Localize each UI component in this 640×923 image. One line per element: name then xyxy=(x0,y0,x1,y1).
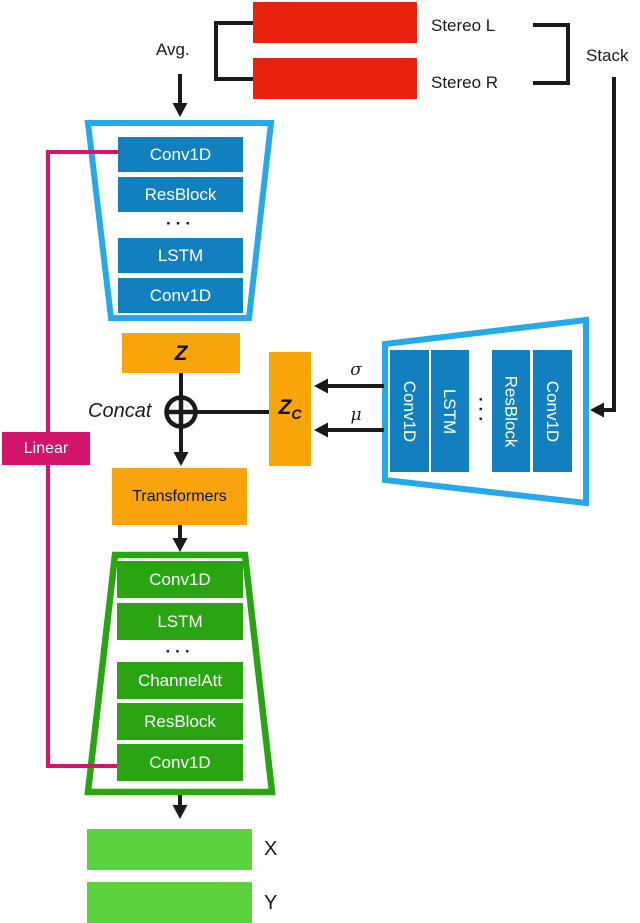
linear-box: Linear xyxy=(2,432,90,465)
decoder-block-channelatt: ChannelAtt xyxy=(117,662,243,699)
stack-bracket xyxy=(533,23,570,85)
condition-block-conv1d-2: Conv1D xyxy=(533,350,572,472)
decoder-block-lstm: LSTM xyxy=(117,603,243,640)
stack-arrow xyxy=(604,77,616,412)
sigma-arrowhead-icon xyxy=(314,378,328,394)
transformers-label: Transformers xyxy=(132,487,227,505)
output-y-label: Y xyxy=(264,892,278,914)
decoder-output-arrowhead-icon xyxy=(172,805,188,819)
encoder-block-conv1d-1: Conv1D xyxy=(118,137,243,172)
stereo-r-label: Stereo R xyxy=(431,73,499,92)
sigma-label: σ xyxy=(350,360,362,380)
z-latent-box: Z xyxy=(122,333,240,373)
condition-block-conv1d-1: Conv1D xyxy=(390,350,429,472)
output-x-bar xyxy=(87,829,252,870)
condition-ellipsis: ··· xyxy=(470,396,490,426)
zc-latent-box: ZC xyxy=(269,352,311,466)
transformers-decoder-arrowhead-icon xyxy=(172,538,188,552)
mu-label: μ xyxy=(350,405,362,425)
avg-label: Avg. xyxy=(156,40,190,59)
decoder-block-conv1d-1: Conv1D xyxy=(117,561,243,598)
output-x-label: X xyxy=(264,838,278,860)
z-label: Z xyxy=(174,341,188,365)
linear-label: Linear xyxy=(23,439,69,457)
condition-block-resblock: ResBlock xyxy=(492,350,530,472)
stack-arrowhead-icon xyxy=(590,402,604,418)
decoder-trapezoid xyxy=(84,551,276,796)
stereo-l-label: Stereo L xyxy=(431,16,496,35)
stereo-l-bar xyxy=(253,2,417,43)
transformers-box: Transformers xyxy=(112,468,247,525)
stack-label: Stack xyxy=(586,46,629,65)
stereo-r-bar xyxy=(253,58,417,99)
encoder-block-lstm: LSTM xyxy=(118,238,243,273)
concat-label: Concat xyxy=(88,400,152,422)
decoder-block-conv1d-2: Conv1D xyxy=(117,744,243,781)
avg-arrowhead-icon xyxy=(172,103,188,117)
decoder-block-resblock: ResBlock xyxy=(117,703,243,740)
encoder-ellipsis: ··· xyxy=(166,213,195,233)
condition-encoder-trapezoid xyxy=(382,316,589,507)
encoder-trapezoid xyxy=(84,120,275,321)
decoder-ellipsis: ··· xyxy=(165,641,195,661)
concat-transformers-arrowhead-icon xyxy=(173,452,189,466)
encoder-block-resblock: ResBlock xyxy=(118,177,243,212)
avg-bracket xyxy=(214,21,253,81)
mu-arrowhead-icon xyxy=(314,422,328,438)
encoder-block-conv1d-2: Conv1D xyxy=(118,278,243,313)
output-y-bar xyxy=(87,882,252,923)
zc-label: ZC xyxy=(278,395,302,423)
concat-plus-icon xyxy=(164,395,198,429)
condition-block-lstm: LSTM xyxy=(431,350,469,472)
